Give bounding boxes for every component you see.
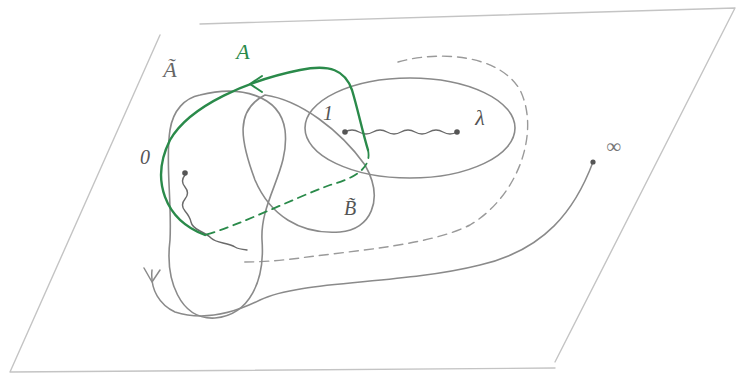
a-tilde-curve [168, 91, 285, 318]
point-label: B̃ [344, 197, 356, 219]
point [182, 170, 188, 176]
loop-to-infinity [152, 162, 593, 316]
b-tilde-curve [243, 95, 374, 232]
a-curve-hidden [205, 150, 369, 235]
curve-label: A [236, 40, 249, 64]
point-label: 0 [140, 146, 150, 168]
a-arrowhead [250, 76, 262, 92]
point-label: λ [475, 106, 485, 130]
point [342, 129, 348, 135]
point-label: Ã [163, 58, 176, 82]
loop-arrowhead [144, 268, 160, 282]
point [590, 159, 595, 164]
a-curve [161, 68, 368, 235]
branch-cut [183, 175, 248, 250]
point-label: ∞ [607, 135, 621, 157]
cut-oval [305, 78, 515, 178]
point-label: 1 [323, 102, 333, 124]
plane-outline [10, 8, 735, 372]
point [454, 129, 460, 135]
